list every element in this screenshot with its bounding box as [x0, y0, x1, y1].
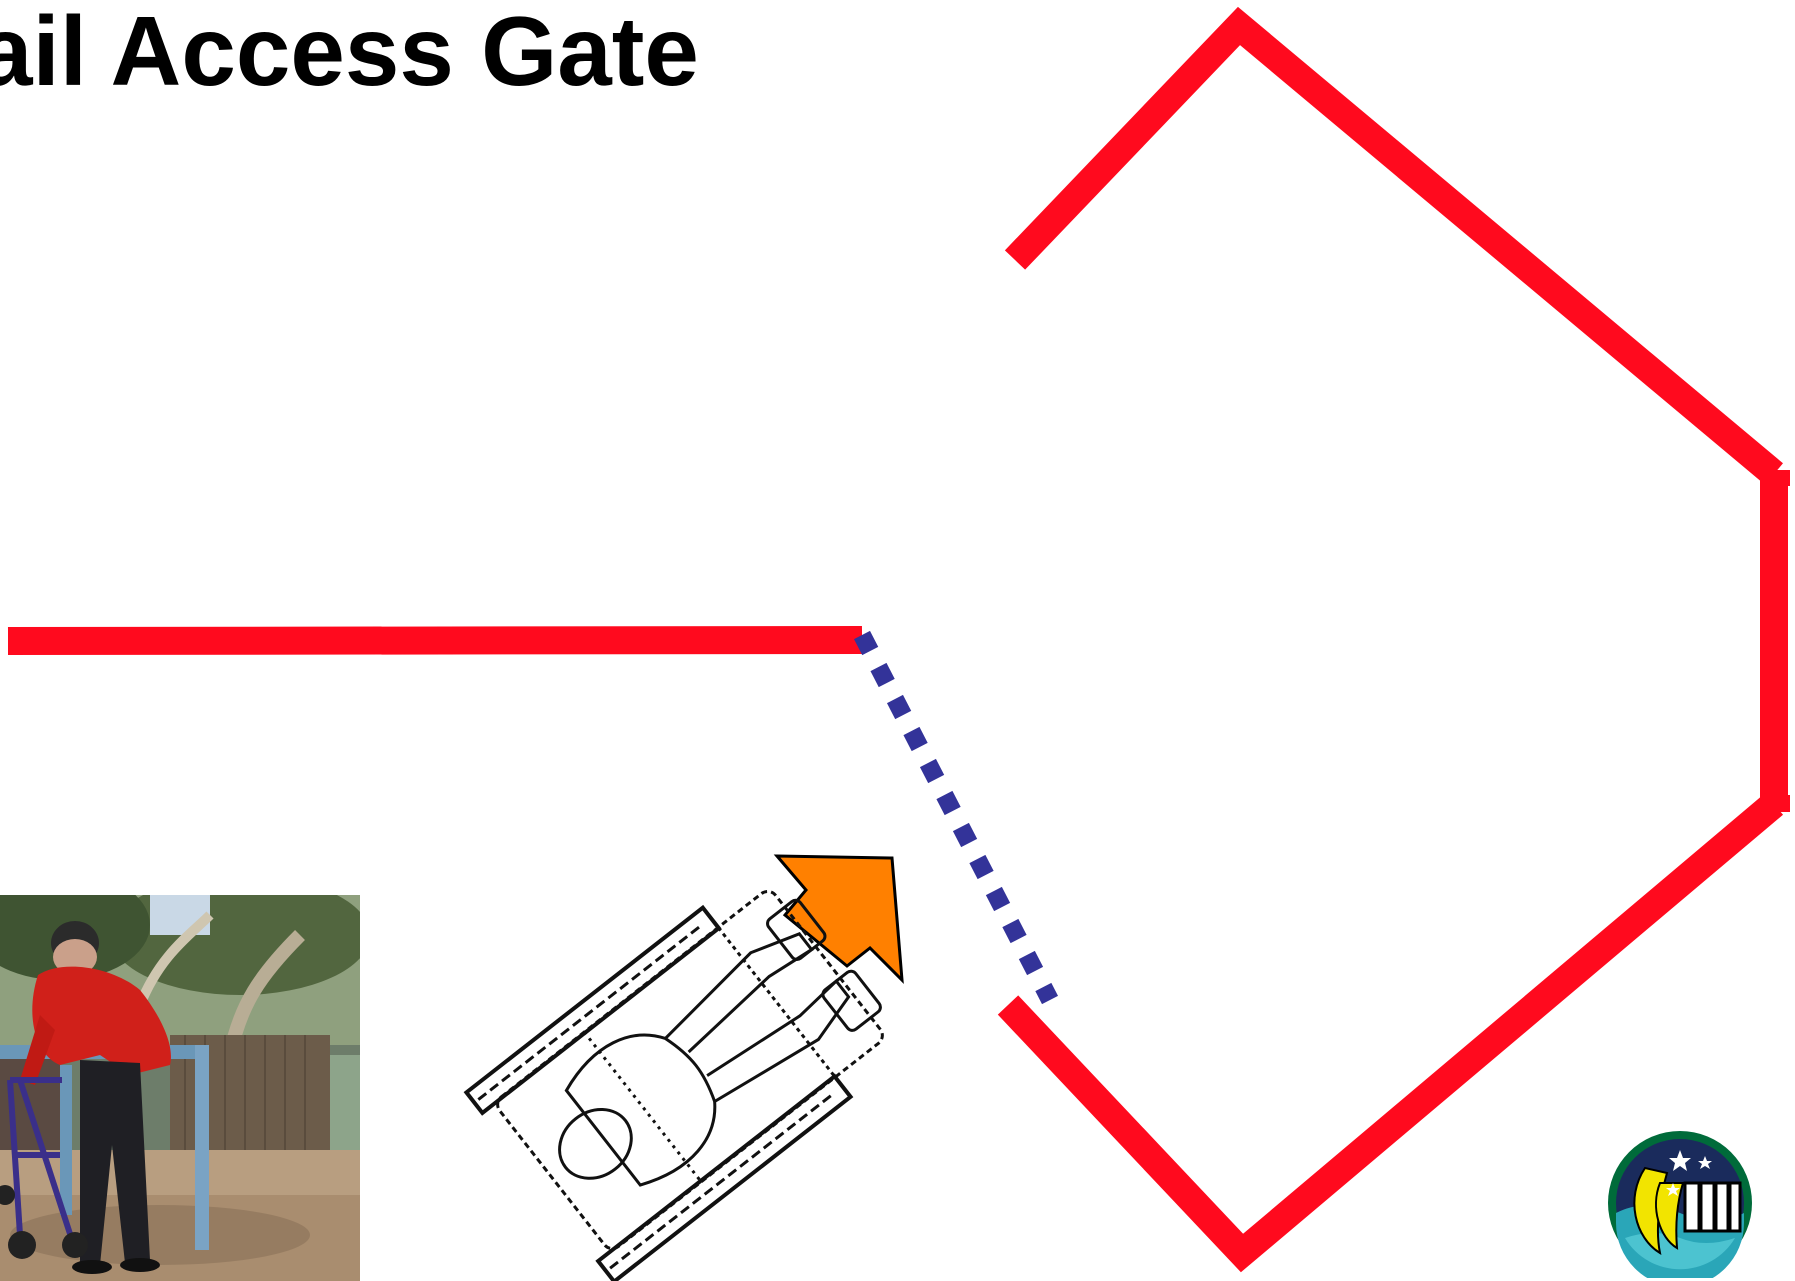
- fence-corner-bottom-right: [1760, 795, 1790, 812]
- fence-corner-top-right: [1760, 470, 1790, 486]
- person-with-walker-photo: [0, 895, 360, 1281]
- fence-upper-rail: [1004, 6, 1783, 485]
- wheelchair-icon: [463, 889, 884, 1281]
- fence-left-rail: [7, 626, 863, 655]
- fence-lower-rail: [997, 793, 1784, 1273]
- page-title: ail Access Gate: [0, 0, 699, 106]
- direction-arrow-icon: [773, 854, 904, 984]
- logo-emblem-icon: [1608, 1131, 1752, 1278]
